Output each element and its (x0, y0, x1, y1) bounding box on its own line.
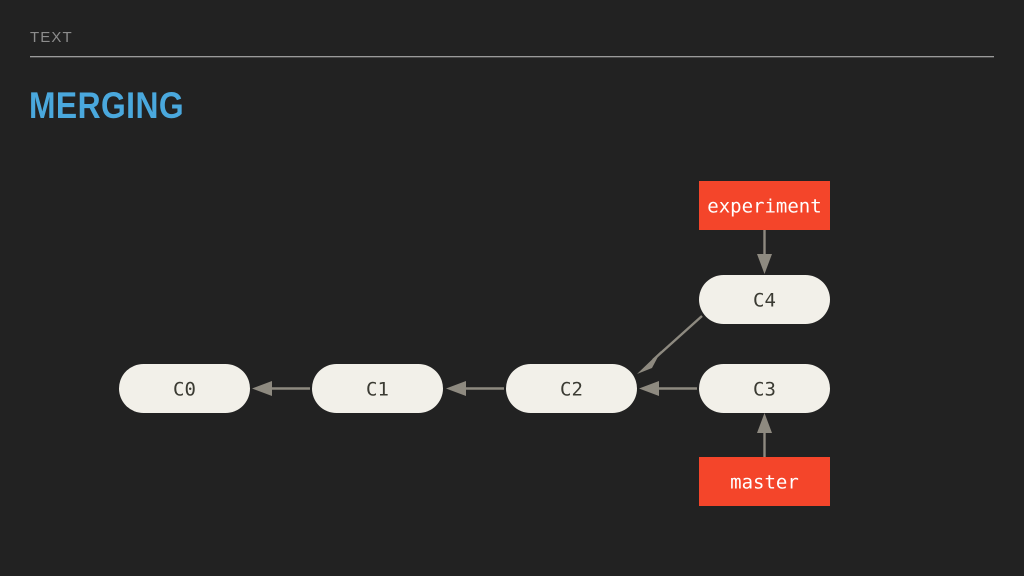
commit-node-c2[interactable]: C2 (506, 364, 637, 413)
commit-node-c3-label: C3 (753, 379, 776, 401)
edge-experiment-to-c4 (757, 230, 772, 274)
commit-node-c1-label: C1 (366, 379, 389, 401)
commit-nodes: C0 C1 C2 C3 C4 (119, 275, 830, 413)
edge-c2-to-c1 (446, 381, 504, 396)
branch-labels: experiment master (699, 181, 830, 506)
branch-label-experiment[interactable]: experiment (699, 181, 830, 230)
edge-c3-to-c2 (639, 381, 697, 396)
slide-title: MERGING (29, 85, 185, 126)
edge-c1-to-c0 (252, 381, 310, 396)
slide-header-label: TEXT (30, 29, 73, 46)
slide-header: TEXT (0, 0, 1024, 60)
git-merge-diagram: C0 C1 C2 C3 C4 experimen (119, 181, 830, 506)
commit-node-c2-label: C2 (560, 379, 583, 401)
commit-node-c4-label: C4 (753, 290, 776, 312)
edge-master-to-c3 (757, 413, 772, 457)
branch-label-master-text: master (730, 472, 799, 494)
commit-node-c0-label: C0 (173, 379, 196, 401)
commit-node-c3[interactable]: C3 (699, 364, 830, 413)
branch-label-master[interactable]: master (699, 457, 830, 506)
commit-node-c4[interactable]: C4 (699, 275, 830, 324)
commit-node-c1[interactable]: C1 (312, 364, 443, 413)
edge-c4-to-c2 (637, 315, 703, 374)
commit-node-c0[interactable]: C0 (119, 364, 250, 413)
graph-edges (252, 230, 772, 457)
header-divider-rule (30, 56, 994, 58)
branch-label-experiment-text: experiment (707, 196, 821, 218)
